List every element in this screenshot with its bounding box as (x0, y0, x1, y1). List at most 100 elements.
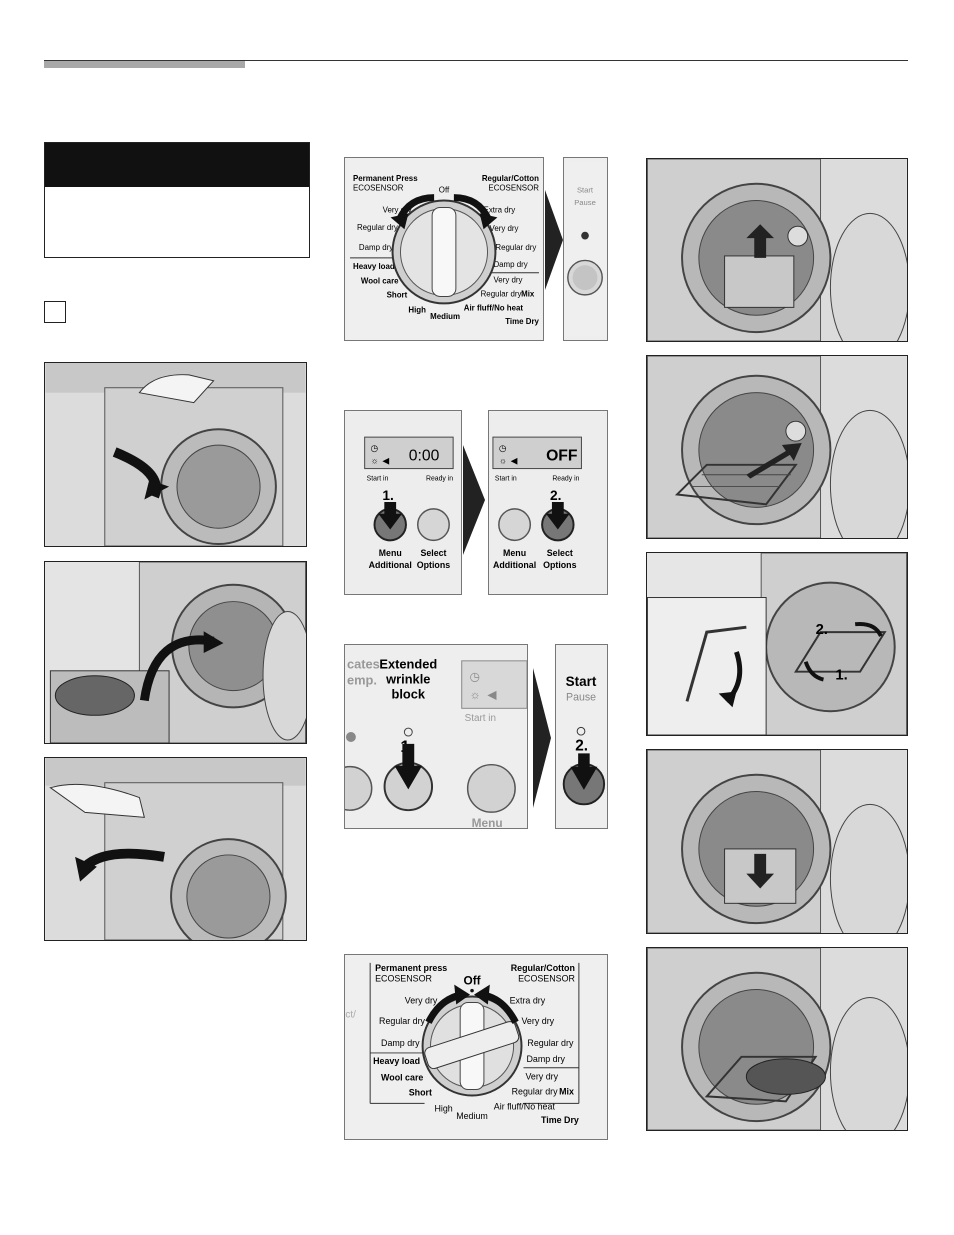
dial2-short: Short (409, 1087, 432, 1097)
dispB-ready-in: Ready in (552, 475, 579, 482)
wrinkle-sun-icon: ☼ (470, 687, 481, 701)
program-dial-panel-1: Permanent Press ECOSENSOR Regular/Cotton… (344, 157, 544, 341)
dial1-left-top: Permanent Press (353, 174, 418, 183)
illustration-remove-filter (646, 158, 908, 342)
dispA-display: 0:00 (409, 448, 440, 465)
dial1-right-item-2: Regular dry (495, 243, 536, 252)
dial2-right-eco: ECOSENSOR (518, 974, 575, 984)
dial2-right-top: Regular/Cotton (511, 963, 575, 973)
dispB-btn2-line1: Select (547, 548, 573, 558)
wrinkle-clock-icon: ◷ (470, 670, 480, 684)
dial1-left-item-1: Regular dry (357, 223, 398, 232)
start1-pause-label: Pause (574, 198, 596, 207)
dispA-clock-icon: ◷ (371, 443, 379, 453)
dial2-very-dry-mix: Very dry (525, 1072, 558, 1082)
dial2-heavy: Heavy load (373, 1056, 420, 1066)
dial2-right-item-0: Extra dry (510, 995, 546, 1005)
dispA-btn1-line1: Menu (379, 548, 402, 558)
dial1-left-eco: ECOSENSOR (353, 184, 404, 193)
illustration-close-door (44, 757, 307, 941)
illustration-position-rack: 2. 1. (646, 552, 908, 736)
proceed-arrow-icon-1 (545, 190, 563, 290)
dispB-btn1-line2: Additional (493, 560, 536, 570)
dial1-high: High (408, 305, 426, 314)
dispA-select-button[interactable] (418, 509, 449, 540)
wrinkle-menu-button[interactable] (468, 765, 515, 812)
dial2-right-item-3: Damp dry (526, 1054, 565, 1064)
dial1-mix: Mix (521, 289, 535, 298)
start1-indicator-light (581, 232, 589, 240)
wrinkle-ext-2: wrinkle (385, 672, 430, 687)
dial1-short: Short (387, 290, 408, 299)
display-panel-a: ◷ ☼ ◀ 0:00 Start in Ready in 1. Menu Add… (344, 410, 462, 595)
dial2-left-item-2: Damp dry (381, 1038, 420, 1048)
dispA-start-in: Start in (367, 475, 389, 482)
dial1-off: Off (439, 186, 450, 195)
start2-pause-label: Pause (566, 691, 596, 703)
start1-start-label: Start (577, 186, 594, 195)
dial2-medium: Medium (456, 1111, 488, 1121)
rack-step-one: 1. (835, 668, 847, 684)
dispA-btn2-line1: Select (420, 548, 446, 558)
dial2-right-item-1: Very dry (522, 1016, 555, 1026)
dispB-btn1-line1: Menu (503, 548, 526, 558)
header-accent-bar (44, 61, 245, 68)
dispA-btn1-line2: Additional (369, 560, 412, 570)
dial1-right-item-3: Damp dry (493, 260, 527, 269)
wrinkle-block-panel: cates emp. Extended wrinkle block ◷ ☼ ◀ … (344, 644, 528, 829)
dial1-very-dry-mix: Very dry (493, 276, 522, 285)
wrinkle-partial-2: emp. (347, 673, 377, 688)
illustration-insert-rack (646, 355, 908, 539)
start-pause-panel-1: Start Pause (563, 157, 608, 341)
dial1-medium: Medium (430, 312, 460, 321)
dial1-right-item-1: Very dry (490, 224, 519, 233)
dial2-partial: ct/ (345, 1009, 356, 1020)
dial1-left-item-2: Damp dry (359, 243, 393, 252)
wrinkle-start-in: Start in (465, 713, 496, 724)
dial1-time-dry: Time Dry (505, 317, 539, 326)
dispA-speaker-icon: ◀ (382, 456, 389, 466)
dispA-step: 1. (382, 488, 393, 503)
step-checkbox[interactable] (44, 301, 66, 323)
display-panel-b: ◷ ☼ ◀ OFF Start in Ready in 2. Menu Addi… (488, 410, 608, 595)
dial1-heavy: Heavy load (353, 262, 395, 271)
wrinkle-ext-1: Extended (379, 657, 437, 672)
dial2-wool: Wool care (381, 1073, 423, 1083)
warning-box (44, 142, 310, 258)
dispB-display: OFF (546, 448, 578, 465)
dispB-menu-button[interactable] (499, 509, 530, 540)
wrinkle-partial-1: cates (347, 657, 380, 672)
warning-header-bar (45, 143, 309, 187)
dispB-btn2-line2: Options (543, 560, 576, 570)
illustration-place-filter (646, 749, 908, 934)
wrinkle-speaker-icon: ◀ (487, 687, 497, 701)
dial2-air: Air fluff/No heat (494, 1101, 556, 1111)
dial2-left-item-0: Very dry (405, 995, 438, 1005)
illustration-load-laundry (44, 561, 307, 744)
dispB-speaker-icon: ◀ (511, 456, 518, 466)
dial2-high: High (434, 1103, 452, 1113)
start1-button[interactable] (568, 260, 602, 294)
proceed-arrow-icon-3 (533, 668, 551, 808)
dial1-knob[interactable] (393, 201, 496, 304)
dispB-step: 2. (550, 488, 561, 503)
dial2-left-eco: ECOSENSOR (375, 974, 432, 984)
dispB-start-in: Start in (495, 475, 517, 482)
start2-step: 2. (575, 737, 588, 754)
dial1-right-eco: ECOSENSOR (488, 184, 539, 193)
dial1-air: Air fluff/No heat (464, 303, 524, 312)
program-dial-panel-2: ct/ Permanent press ECOSENSOR Regular/Co… (344, 954, 608, 1140)
dial2-right-item-2: Regular dry (527, 1038, 574, 1048)
dispB-clock-icon: ◷ (499, 443, 507, 453)
dial2-off: Off (463, 974, 480, 988)
dial2-left-top: Permanent press (375, 963, 447, 973)
dispA-ready-in: Ready in (426, 475, 453, 482)
wrinkle-ext-3: block (392, 686, 426, 701)
dial1-regular-dry-mix: Regular dry (481, 289, 522, 298)
dial2-mix: Mix (559, 1086, 574, 1096)
illustration-items-on-rack (646, 947, 908, 1131)
dial1-right-top: Regular/Cotton (482, 174, 539, 183)
wrinkle-menu-label: Menu (472, 816, 503, 828)
dispA-btn2-line2: Options (417, 560, 450, 570)
start2-start-label: Start (566, 674, 597, 689)
